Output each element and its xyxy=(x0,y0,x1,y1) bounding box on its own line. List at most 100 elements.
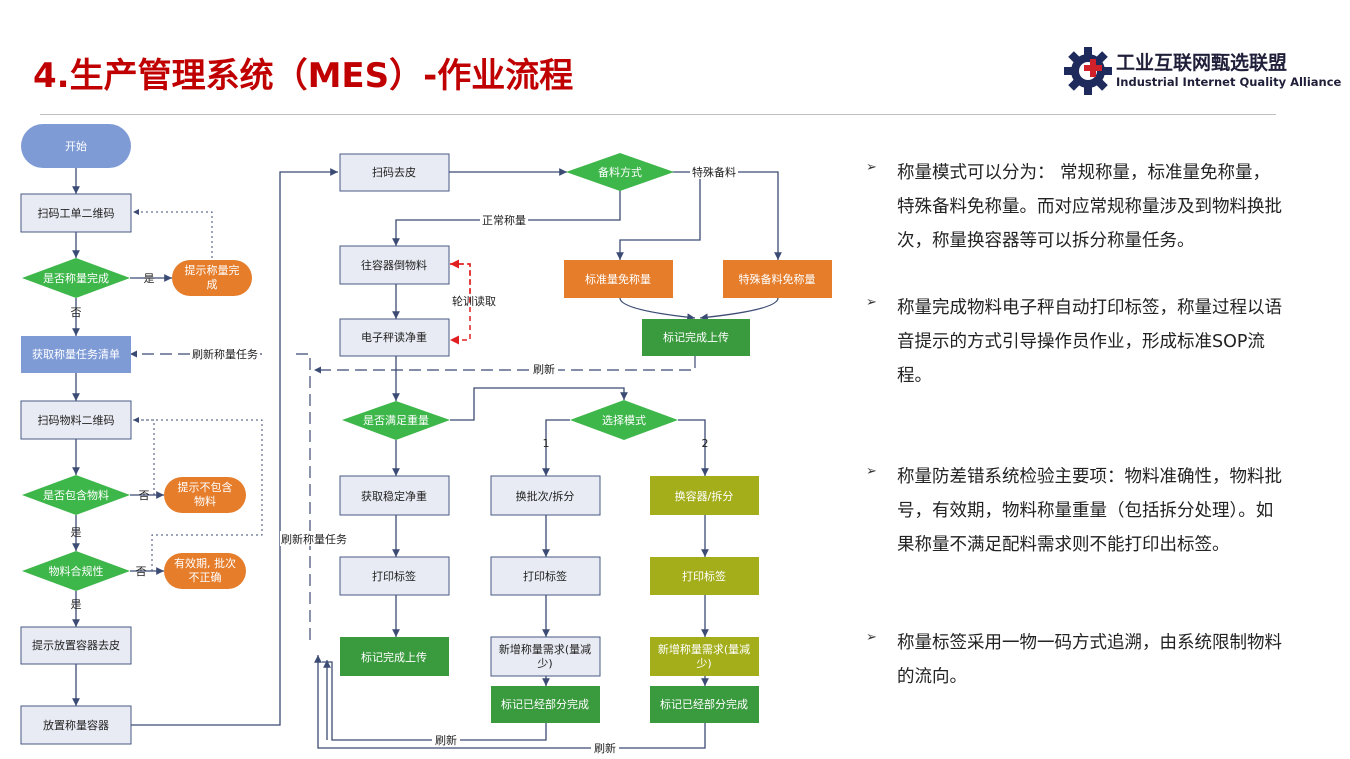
refresh-label-1: 刷新 xyxy=(533,362,555,376)
mark-partial-1-box xyxy=(491,686,600,723)
change-container-split-label: 换容器/拆分 xyxy=(675,489,734,503)
standard-no-weigh-label: 标准量免称量 xyxy=(585,272,651,286)
read-net-weight-box xyxy=(339,318,450,357)
refresh-label-3: 刷新 xyxy=(594,741,616,755)
arrow-bullet-icon: ➢ xyxy=(866,630,877,645)
new-demand-1-box xyxy=(490,636,601,677)
logo-cn-text: 工业互联网甄选联盟 xyxy=(1116,52,1288,74)
pour-material-box xyxy=(339,245,450,285)
change-container-split-box xyxy=(650,476,759,515)
print-label-2-box xyxy=(490,556,601,596)
bullet-text: 称量模式可以分为： 常规称量，标准量免称量，特殊备料免称量。而对应常规称量涉及到… xyxy=(897,163,1282,251)
material-compliance-label: 物料合规性 xyxy=(49,564,104,578)
expired-batch-line1: 有效期, 批次 xyxy=(174,556,236,570)
no-label-2: 否 xyxy=(139,489,150,502)
pour-material-label: 往容器倒物料 xyxy=(361,258,427,272)
scan-material-qr-box xyxy=(20,400,132,440)
prompt-tare-label: 提示放置容器去皮 xyxy=(32,638,120,652)
arrow-bullet-icon: ➢ xyxy=(866,160,877,175)
meets-weight-diamond xyxy=(342,401,450,440)
new-demand-2-box xyxy=(650,637,759,676)
refresh-label-2: 刷新 xyxy=(435,733,457,747)
header-divider xyxy=(40,114,1276,115)
normal-weigh-label: 正常称量 xyxy=(482,213,526,227)
mode-1-label: 1 xyxy=(543,437,550,450)
prompt-weighing-done-line2: 成 xyxy=(207,278,218,291)
poll-read-label: 轮训读取 xyxy=(452,294,496,308)
mark-done-upload-1-label: 标记完成上传 xyxy=(361,650,427,664)
bullet-text: 称量标签采用一物一码方式追溯，由系统限制物料的流向。 xyxy=(897,633,1282,687)
prep-mode-label: 备料方式 xyxy=(598,165,642,179)
yes-label-1: 是 xyxy=(144,272,155,285)
select-mode-label: 选择模式 xyxy=(602,413,646,427)
mark-partial-1-label: 标记已经部分完成 xyxy=(501,697,589,711)
dotted-connectors xyxy=(133,209,263,571)
special-no-weigh-label: 特殊备料免称量 xyxy=(739,272,816,286)
refresh-task-label-2: 刷新称量任务 xyxy=(281,532,347,546)
scan-material-qr-label: 扫码物料二维码 xyxy=(38,413,115,427)
prompt-tare-box xyxy=(20,626,132,665)
yes-label-3: 是 xyxy=(71,598,82,611)
mark-done-upload-2-label: 标记完成上传 xyxy=(663,330,729,344)
select-mode-diamond xyxy=(570,400,678,440)
print-label-3-label: 打印标签 xyxy=(682,569,726,583)
change-batch-split-box xyxy=(490,475,601,516)
scan-order-qr-box xyxy=(20,193,132,233)
get-task-list-label: 获取称量任务清单 xyxy=(32,347,120,361)
special-no-weigh-box xyxy=(723,260,832,298)
scan-tare-label: 扫码去皮 xyxy=(372,166,416,179)
start-label: 开始 xyxy=(65,139,87,153)
new-demand-1-line2: 少) xyxy=(537,657,552,670)
gear-logo-icon xyxy=(1064,47,1112,95)
get-stable-weight-label: 获取稳定净重 xyxy=(361,489,427,503)
weighing-done-diamond xyxy=(22,258,130,298)
logo: 工业互联网甄选联盟 Industrial Internet Quality Al… xyxy=(1064,44,1341,96)
new-demand-1-line1: 新增称量需求(量减 xyxy=(499,642,591,656)
new-demand-2-line2: 少) xyxy=(696,657,711,670)
get-stable-weight-box xyxy=(339,475,450,516)
connectors xyxy=(72,168,782,749)
expired-batch-node xyxy=(164,553,246,589)
page-title: 4.生产管理系统（MES）-作业流程 xyxy=(33,56,574,96)
bullet-text: 称量防差错系统检验主要项：物料准确性，物料批号，有效期，物料称量重量（包括拆分处… xyxy=(897,467,1282,555)
change-batch-split-label: 换批次/拆分 xyxy=(516,489,575,503)
yes-label-2: 是 xyxy=(71,526,82,539)
meets-weight-label: 是否满足重量 xyxy=(363,413,429,427)
mark-partial-2-box xyxy=(650,686,759,723)
prep-mode-diamond xyxy=(566,153,674,191)
special-prep-label: 特殊备料 xyxy=(692,165,736,179)
mark-partial-2-label: 标记已经部分完成 xyxy=(660,697,748,711)
start-node xyxy=(21,124,131,168)
print-label-2-label: 打印标签 xyxy=(523,569,567,583)
print-label-1-label: 打印标签 xyxy=(372,569,416,583)
contains-material-diamond xyxy=(22,475,130,515)
place-container-box xyxy=(20,705,132,745)
bullet-text: 称量完成物料电子秤自动打印标签，称量过程以语音提示的方式引导操作员作业，形成标准… xyxy=(897,298,1282,386)
weighing-done-label: 是否称量完成 xyxy=(43,271,109,285)
material-compliance-diamond xyxy=(22,551,130,591)
print-label-1-box xyxy=(339,556,450,596)
place-container-label: 放置称量容器 xyxy=(43,718,109,732)
contains-material-label: 是否包含物料 xyxy=(43,488,109,502)
flowchart: 开始 扫码工单二维码 是否称量完成 提示称量完 成 获取称量任务清单 扫码物料二… xyxy=(20,124,832,755)
arrow-bullet-icon: ➢ xyxy=(866,295,877,310)
get-task-list-box xyxy=(21,336,131,373)
no-label-3: 否 xyxy=(136,565,147,578)
prompt-not-contains-line2: 物料 xyxy=(194,494,216,508)
arrow-bullet-icon: ➢ xyxy=(866,464,877,479)
scan-tare-box xyxy=(339,153,450,192)
mark-done-upload-2-box xyxy=(642,319,750,356)
new-demand-2-line1: 新增称量需求(量减 xyxy=(658,642,750,656)
logo-en-text: Industrial Internet Quality Alliance xyxy=(1116,75,1342,89)
prompt-weighing-done-node xyxy=(172,260,252,296)
mode-2-label: 2 xyxy=(702,437,709,450)
standard-no-weigh-box xyxy=(564,260,673,298)
expired-batch-line2: 不正确 xyxy=(189,571,222,584)
read-net-weight-label: 电子秤读净重 xyxy=(361,330,427,344)
no-label-1: 否 xyxy=(71,306,82,319)
refresh-task-label-1: 刷新称量任务 xyxy=(192,347,258,361)
prompt-not-contains-node xyxy=(164,477,246,513)
print-label-3-box xyxy=(650,557,759,595)
prompt-not-contains-line1: 提示不包含 xyxy=(178,480,233,494)
prompt-weighing-done-line1: 提示称量完 xyxy=(185,263,240,277)
